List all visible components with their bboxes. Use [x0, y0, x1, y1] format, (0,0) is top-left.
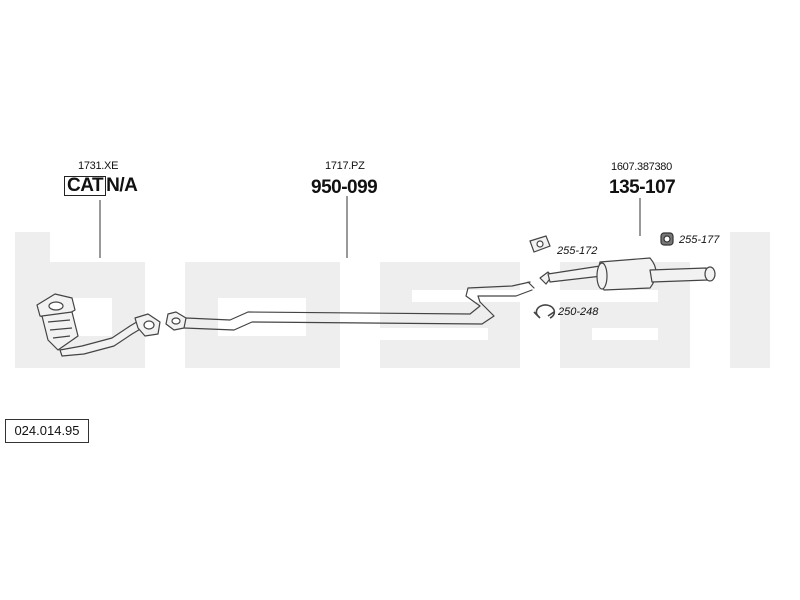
rubber-hanger-icon[interactable]: [529, 235, 551, 253]
part-number-middle[interactable]: 950-099: [311, 177, 378, 198]
middle-pipe-part[interactable]: [165, 281, 535, 331]
oe-ref-rear: 1607.387380: [611, 161, 672, 173]
cat-part-value: N/A: [106, 175, 138, 196]
diagram-code-box: 024.014.95: [5, 419, 89, 443]
accessory-label-clamp[interactable]: 250-248: [558, 306, 599, 318]
oe-ref-cat: 1731.XE: [78, 160, 119, 172]
cat-badge: CAT: [64, 176, 107, 196]
rear-silencer-part[interactable]: [539, 257, 716, 291]
pipe-clamp-icon[interactable]: [533, 304, 556, 319]
rubber-mount-icon[interactable]: [660, 232, 674, 246]
part-number-rear[interactable]: 135-107: [609, 177, 676, 198]
oe-ref-middle: 1717.PZ: [325, 160, 365, 172]
accessory-label-mount[interactable]: 255-177: [679, 234, 720, 246]
bosal-watermark: [15, 232, 770, 368]
accessory-label-hanger[interactable]: 255-172: [557, 245, 598, 257]
catalytic-converter-part[interactable]: [36, 293, 161, 357]
